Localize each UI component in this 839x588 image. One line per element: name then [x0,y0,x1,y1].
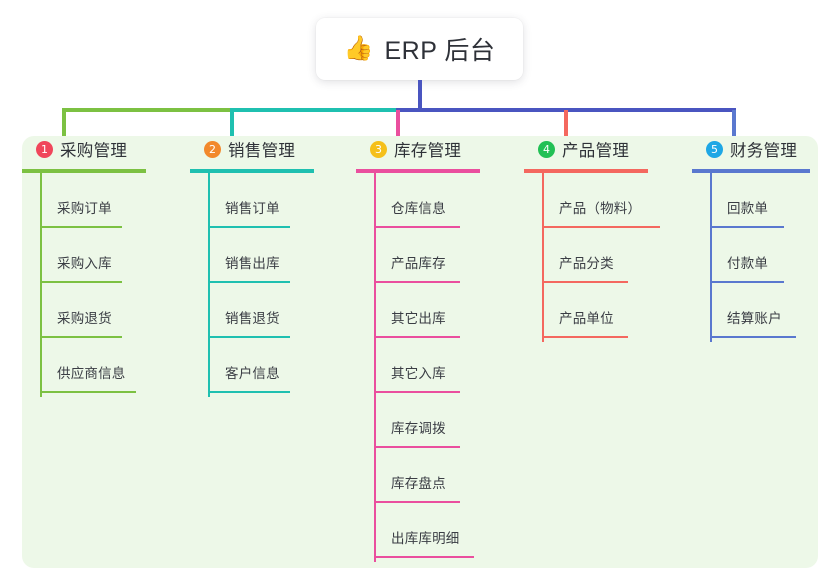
branch-item-rule [374,281,460,283]
branch-item-label: 其它出库 [391,311,446,326]
branch-title: 财务管理 [730,142,798,160]
branch-item-label: 库存盘点 [391,476,446,491]
thumbs-up-icon: 👍 [343,35,374,62]
branch-header-3[interactable]: 3 库存管理 [356,136,461,162]
branch-number-badge: 3 [370,140,387,158]
branch-drop-connector-5 [732,110,736,138]
branch-header-rule [22,169,146,173]
branch-item-rule [208,281,290,283]
branch-header-5[interactable]: 5 财务管理 [692,136,797,162]
branch-drop-connector-3 [396,110,400,138]
branch-item-rule [710,281,784,283]
branch-header-rule [190,169,314,173]
bus-segment-2 [230,108,400,112]
branch-header-rule [524,169,648,173]
branch-item-label: 出库库明细 [391,531,460,546]
branch-item-rule [374,226,460,228]
branch-number-badge: 2 [204,140,221,158]
root-node-card[interactable]: 👍 ERP 后台 [316,18,523,80]
root-node-content: 👍 ERP 后台 [344,31,496,67]
branch-item-label: 客户信息 [225,366,280,381]
branch-title: 销售管理 [228,142,296,160]
branch-item-label: 回款单 [727,201,769,216]
branch-header-rule [692,169,810,173]
branch-item-rule [374,446,460,448]
branch-spine [374,171,376,562]
branch-item-label: 仓库信息 [391,201,446,216]
branch-item-label: 库存调拨 [391,421,446,436]
branch-item-label: 销售订单 [225,201,280,216]
branch-column-4: 4 产品管理产品（物料） 产品分类产品单位 [524,136,660,342]
branch-item-rule [374,556,474,558]
branch-column-2: 2 销售管理销售订单销售出库销售退货客户信息 [190,136,314,397]
branch-header-2[interactable]: 2 销售管理 [190,136,295,162]
branch-item-label: 采购退货 [57,311,112,326]
branch-item-label: 产品（物料） [559,201,642,216]
branch-spine [710,171,712,342]
branch-spine [542,171,544,342]
branch-title: 产品管理 [562,142,630,160]
branch-item-rule [710,336,796,338]
branch-column-5: 5 财务管理回款单付款单结算账户 [692,136,810,342]
branch-drop-connector-4 [564,110,568,138]
branch-item-rule [40,336,122,338]
branch-item-label: 付款单 [727,256,769,271]
branch-column-1: 1 采购管理采购订单采购入库采购退货供应商信息 [22,136,146,397]
root-node-title: ERP 后台 [384,37,496,65]
branch-number-badge: 5 [706,140,723,158]
branch-spine [40,171,42,397]
branch-item-rule [40,281,122,283]
branch-title: 库存管理 [394,142,462,160]
branch-item-rule [208,391,290,393]
branch-item-rule [40,226,122,228]
branch-number-badge: 4 [538,140,555,158]
branch-number-badge: 1 [36,140,53,158]
branch-item-rule [542,336,628,338]
branch-item-rule [542,226,660,228]
branch-drop-connector-1 [62,110,66,138]
branch-item-rule [374,336,460,338]
branch-drop-connector-2 [230,110,234,138]
branch-item-label: 产品单位 [559,311,614,326]
branch-item-label: 采购入库 [57,256,112,271]
root-stem-connector [418,80,422,110]
branch-item-label: 销售退货 [225,311,280,326]
branch-item-label: 采购订单 [57,201,112,216]
branch-header-rule [356,169,480,173]
branch-header-1[interactable]: 1 采购管理 [22,136,127,162]
branch-item-rule [542,281,628,283]
branch-item-rule [710,226,784,228]
branch-header-4[interactable]: 4 产品管理 [524,136,629,162]
branch-title: 采购管理 [60,142,128,160]
branch-column-3: 3 库存管理仓库信息产品库存其它出库其它入库库存调拨库存盘点出库库明细 [356,136,480,562]
branch-item-rule [208,226,290,228]
branch-item-rule [208,336,290,338]
branch-item-label: 结算账户 [727,311,782,326]
branch-spine [208,171,210,397]
branch-item-rule [374,501,460,503]
branch-item-rule [374,391,460,393]
branch-item-label: 产品库存 [391,256,446,271]
branch-item-rule [40,391,136,393]
bus-segment-1 [62,108,234,112]
branch-item-label: 产品分类 [559,256,614,271]
branch-item-label: 供应商信息 [57,366,126,381]
branches-panel: 1 采购管理采购订单采购入库采购退货供应商信息 2 销售管理销售订单销售出库销售退货客… [22,136,818,568]
branch-item-label: 其它入库 [391,366,446,381]
branch-item-label: 销售出库 [225,256,280,271]
